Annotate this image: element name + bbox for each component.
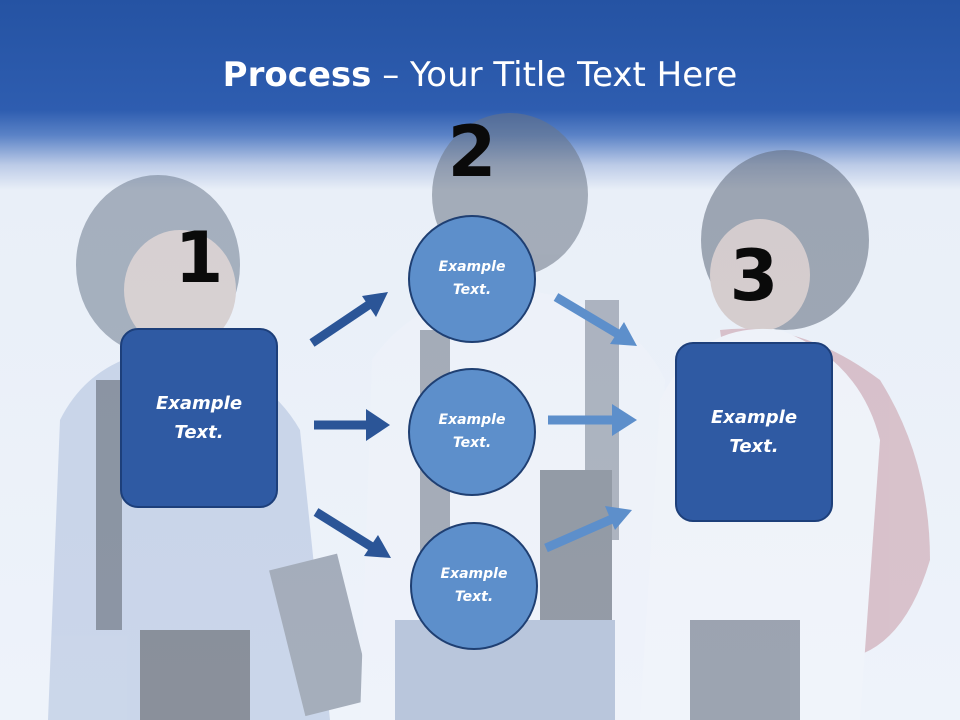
step-3-box: Example Text. (675, 342, 833, 522)
title-separator: – (371, 55, 411, 95)
step-1-box: Example Text. (120, 328, 278, 508)
step-3-text: Example Text. (710, 407, 798, 457)
step-2-circle-bottom-text: Example Text. (440, 566, 508, 605)
step-2-circle-top: Example Text. (408, 215, 536, 343)
arrow-1-to-bottom-icon (313, 508, 391, 558)
step-1-text: Example Text. (155, 393, 243, 443)
title-rest-text: Your Title Text Here (410, 55, 738, 95)
step-2-circle-top-text: Example Text. (438, 259, 506, 298)
step-2-circle-middle-text: Example Text. (438, 412, 506, 451)
step-2-number: 2 (447, 111, 497, 193)
arrow-top-to-3-icon (553, 293, 637, 346)
step-3-number: 3 (729, 235, 779, 317)
slide-title: Process – Your Title Text Here (0, 52, 960, 98)
arrow-middle-to-3-icon (548, 404, 637, 436)
arrow-1-to-top-icon (309, 292, 388, 347)
arrow-bottom-to-3-icon (544, 506, 632, 553)
arrow-1-to-middle-icon (314, 409, 390, 441)
title-bold-text: Process (222, 55, 372, 95)
step-2-circle-bottom: Example Text. (410, 522, 538, 650)
step-1-number: 1 (174, 217, 224, 299)
step-2-circle-middle: Example Text. (408, 368, 536, 496)
